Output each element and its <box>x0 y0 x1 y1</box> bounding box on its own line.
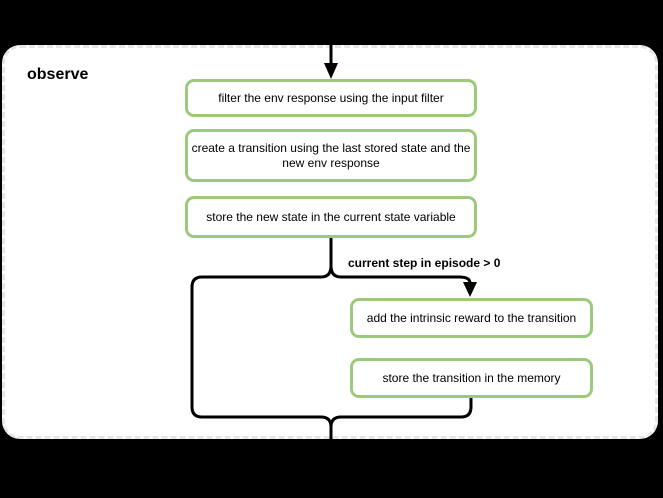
node-label: store the transition in the memory <box>382 370 561 385</box>
node-filter-env-response: filter the env response using the input … <box>185 79 477 117</box>
node-label: add the intrinsic reward to the transiti… <box>366 310 577 325</box>
node-label: store the new state in the current state… <box>206 209 456 224</box>
node-store-transition: store the transition in the memory <box>350 358 593 398</box>
node-label-line: create a transition using the last store… <box>191 140 471 155</box>
group-title: observe <box>27 66 89 83</box>
node-store-new-state: store the new state in the current state… <box>185 196 477 238</box>
node-label: filter the env response using the input … <box>218 90 444 105</box>
condition-label: current step in episode > 0 <box>348 256 501 270</box>
node-add-intrinsic-reward: add the intrinsic reward to the transiti… <box>350 298 593 338</box>
node-label-line: new env response <box>282 155 380 170</box>
node-create-transition: create a transition using the last store… <box>185 129 477 182</box>
